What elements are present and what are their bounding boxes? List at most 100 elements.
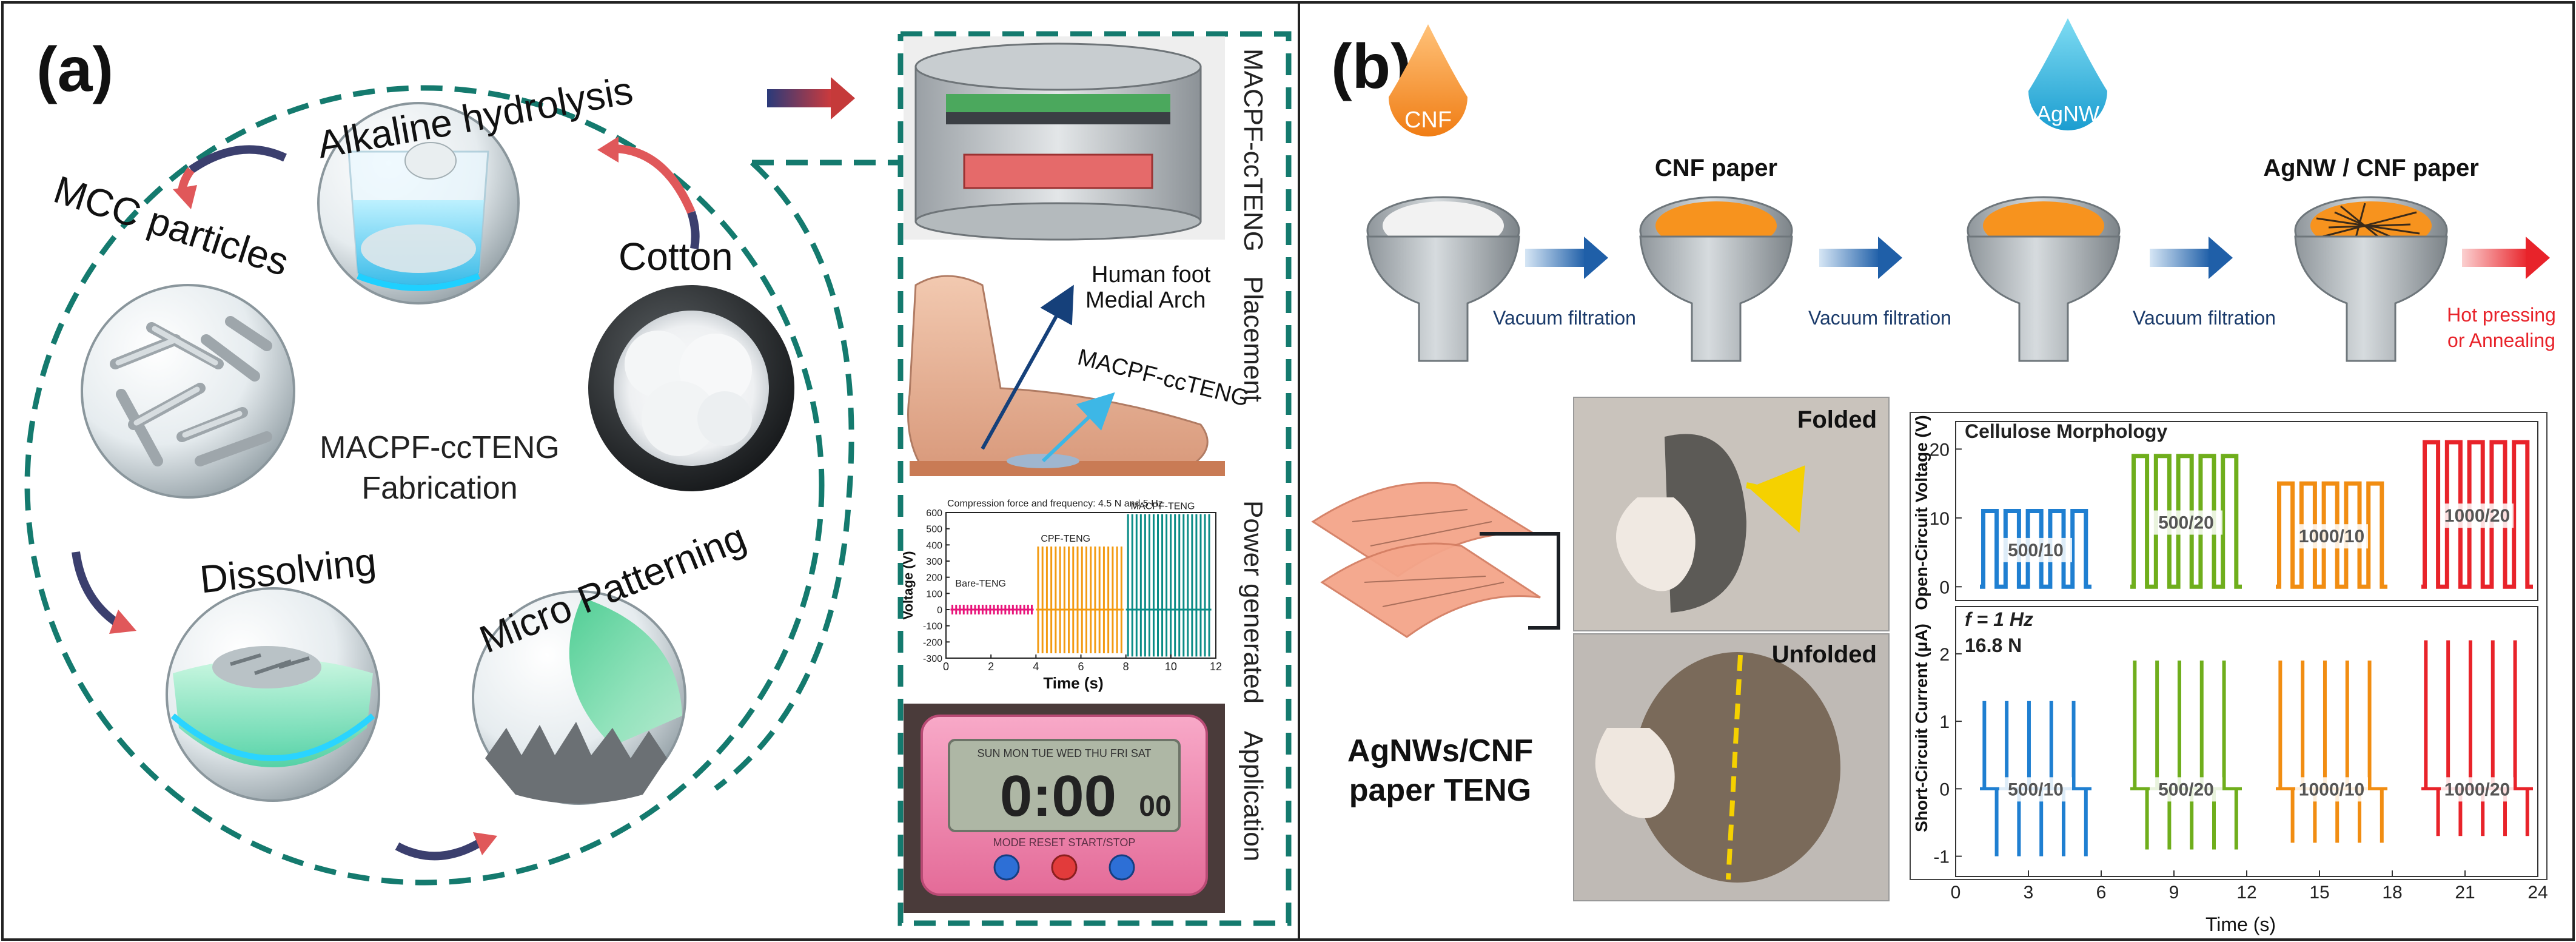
isc-label-bg (1999, 777, 2072, 802)
process-arrow-1-icon (1525, 237, 1608, 279)
process-label-final-1: Hot pressing (2447, 304, 2556, 326)
voltage-chart-xlabel: Time (s) (1043, 674, 1103, 692)
cnf-drop-icon (1389, 24, 1467, 136)
voc-ylabel: Open-Circuit Voltage (V) (1912, 415, 1931, 610)
foot-placement-image (904, 252, 1225, 476)
voltage-xtick-label: 10 (1165, 661, 1177, 673)
voc-trace (2130, 454, 2242, 589)
isc-series-500-10: 500/10 (1980, 701, 2091, 856)
isc-series-label: 500/20 (2158, 779, 2214, 799)
voc-series-1000-10: 1000/10 (2276, 481, 2387, 589)
isc-xtick-label: 0 (1951, 883, 1961, 903)
isc-xtick-label: 18 (2382, 883, 2402, 903)
voc-series-label: 1000/20 (2444, 506, 2510, 526)
isc-xtick-label: 9 (2169, 883, 2179, 903)
placement-foot-line2: Medial Arch (1085, 288, 1206, 313)
voc-series-label: 500/20 (2158, 513, 2214, 533)
voc-label-bg (2441, 503, 2514, 528)
start-button-icon (1109, 854, 1135, 881)
voltage-ytick-label: 300 (926, 557, 942, 567)
agnw-drop-label: AgNW (2036, 101, 2099, 126)
voltage-ytick-label: 600 (926, 508, 942, 519)
isc-series-label: 1000/10 (2299, 779, 2364, 799)
clock-image: SUN MON TUE WED THU FRI SAT 0:00 00 MODE… (904, 704, 1225, 913)
isc-annotation-2: 16.8 N (1965, 634, 2022, 656)
voc-series-500-10: 500/10 (1980, 509, 2091, 589)
folded-photo-label: Folded (1797, 406, 1877, 433)
side-label-device: MACPF-ccTENG (1238, 49, 1268, 252)
voc-chart-axes (1955, 421, 2538, 601)
cotton-sphere (588, 285, 794, 491)
voc-series-500-20: 500/20 (2130, 454, 2242, 589)
clock-buttons-label: MODE RESET START/STOP (993, 836, 1136, 849)
agnw-drop-icon (2028, 18, 2107, 130)
dissolving-sphere (166, 587, 380, 802)
teng-label-line1: AgNWs/CNF (1347, 733, 1533, 769)
voltage-xtick-label: 2 (988, 661, 994, 673)
process-label-1: Vacuum filtration (1493, 307, 1636, 329)
isc-ytick-label: 1 (1939, 712, 1950, 732)
reset-button-icon (1051, 854, 1078, 881)
panel-a-label: (a) (36, 35, 113, 105)
isc-ytick-label: 2 (1939, 645, 1950, 665)
voc-trace (2421, 440, 2533, 589)
isc-xtick-label: 21 (2455, 883, 2475, 903)
voltage-ytick-label: 400 (926, 540, 942, 551)
mode-button-icon (993, 854, 1020, 881)
micro-patterning-sphere (472, 590, 686, 805)
voltage-ytick-label: 200 (926, 573, 942, 584)
placement-foot-line1: Human foot (1092, 262, 1211, 288)
teng-device-image (904, 36, 1225, 241)
fabrication-subtitle: Fabrication (361, 471, 517, 506)
voc-ytick-label: 10 (1930, 509, 1950, 529)
fabrication-title: MACPF-ccTENG (320, 430, 560, 465)
voltage-xtick-label: 4 (1033, 661, 1039, 673)
isc-xtick-label: 15 (2309, 883, 2329, 903)
isc-xtick-label: 12 (2236, 883, 2256, 903)
voltage-series-bare-teng: Bare-TENG (950, 579, 1034, 614)
isc-xtick-label: 6 (2096, 883, 2107, 903)
clock-days: SUN MON TUE WED THU FRI SAT (977, 747, 1151, 759)
isc-annotation-1: f = 1 Hz (1965, 608, 2033, 630)
isc-series-label: 1000/20 (2444, 779, 2510, 799)
side-label-placement: Placement (1238, 276, 1268, 402)
process-arrow-4-icon (2462, 237, 2550, 279)
voltage-ytick-label: 0 (937, 605, 942, 616)
folded-sheets-illustration (1311, 482, 1560, 638)
unfolded-photo (1573, 633, 1890, 901)
voltage-ytick-label: -100 (923, 622, 942, 632)
voc-series-1000-20: 1000/20 (2421, 440, 2533, 589)
voc-chart-series: 500/10 500/20 1000/10 1000/20 (1980, 440, 2533, 589)
voc-trace (1980, 509, 2091, 589)
voc-label-bg (2295, 524, 2368, 549)
voltage-xtick-label: 12 (1210, 661, 1222, 673)
cnf-paper-title: CNF paper (1655, 155, 1777, 181)
pointer-foot (981, 284, 1074, 450)
funnel-3-icon (1967, 196, 2121, 362)
voltage-ytick-label: -200 (923, 638, 942, 648)
isc-series-500-20: 500/20 (2130, 661, 2242, 850)
zoom-bracket-curve (714, 160, 854, 791)
voc-annotation: Cellulose Morphology (1965, 420, 2167, 442)
fabrication-cycle-outline (24, 85, 825, 886)
alkaline-hydrolysis-sphere (317, 102, 520, 304)
process-arrow-3-icon (2150, 237, 2233, 279)
process-arrow-2-icon (1819, 237, 1902, 279)
unfolded-photo-label: Unfolded (1772, 641, 1877, 668)
process-label-final-2: or Annealing (2447, 329, 2555, 351)
process-label-2: Vacuum filtration (1808, 307, 1951, 329)
panel-b: (b) CNF AgNW CNF paper AgNW / CNF paper (1311, 18, 2556, 935)
voltage-xtick-label: 6 (1078, 661, 1084, 673)
voc-ytick-label: 0 (1939, 577, 1950, 597)
flow-arrow-icon (767, 77, 855, 119)
voltage-series-label: CPF-TENG (1041, 534, 1090, 544)
isc-ytick-label: -1 (1933, 847, 1950, 867)
voc-label-bg (1999, 537, 2072, 562)
funnel-1-icon (1366, 196, 1520, 362)
side-label-power: Power generated (1238, 500, 1268, 704)
